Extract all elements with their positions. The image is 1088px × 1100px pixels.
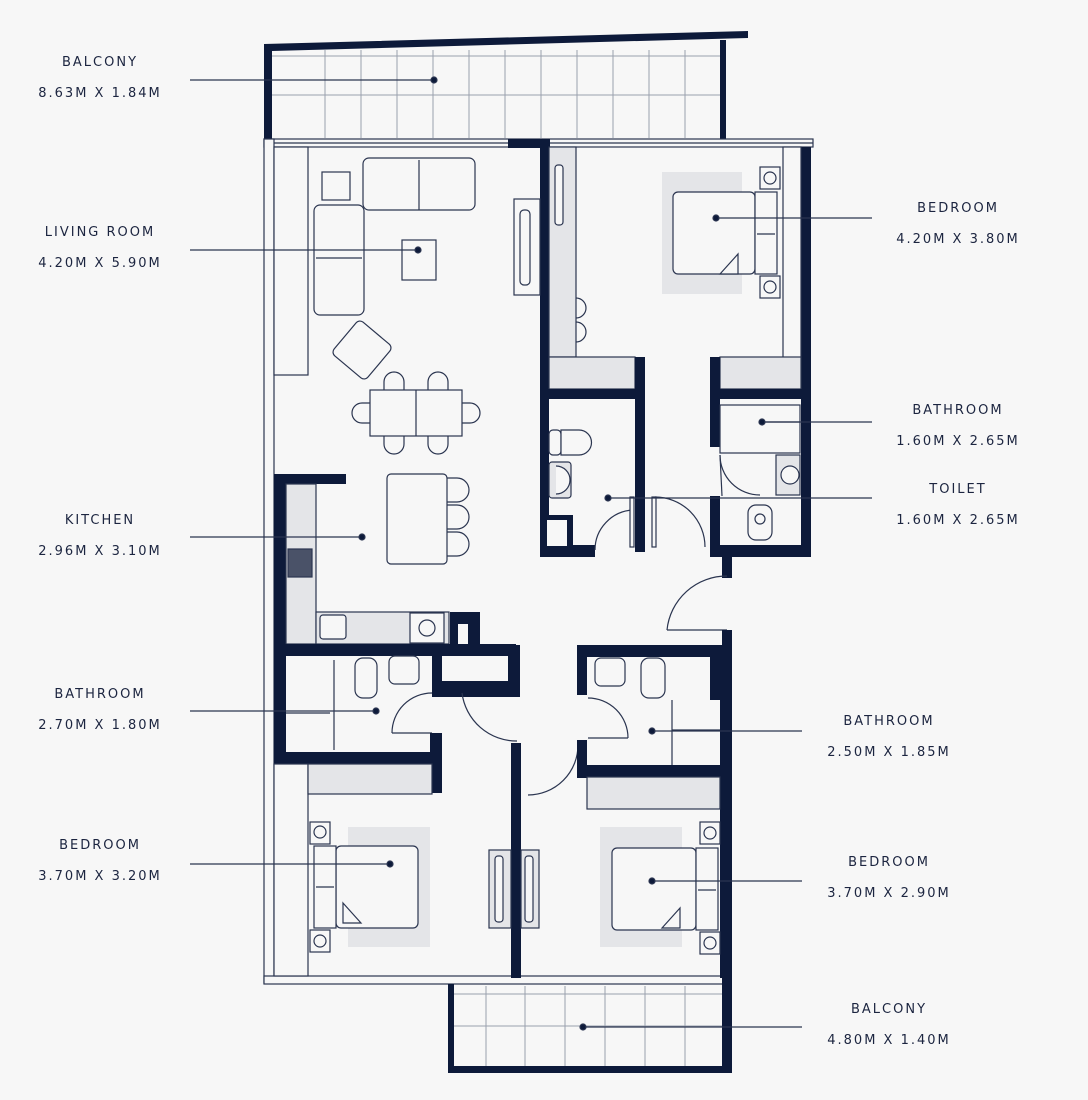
label-bedroom-right: BEDROOM 3.70M X 2.90M bbox=[789, 847, 989, 909]
room-dimensions: 4.20M X 3.80M bbox=[896, 232, 1020, 247]
room-dimensions: 4.80M X 1.40M bbox=[827, 1033, 951, 1048]
room-dimensions: 8.63M X 1.84M bbox=[38, 86, 162, 101]
room-name: BATHROOM bbox=[54, 687, 146, 702]
room-name: BEDROOM bbox=[848, 855, 930, 870]
room-name: BATHROOM bbox=[843, 714, 935, 729]
room-dimensions: 3.70M X 3.20M bbox=[38, 869, 162, 884]
label-bathroom-right: BATHROOM 2.50M X 1.85M bbox=[789, 706, 989, 768]
room-name: LIVING ROOM bbox=[44, 225, 156, 240]
room-name: TOILET bbox=[929, 482, 987, 497]
room-name: BALCONY bbox=[850, 1002, 928, 1017]
room-name: BATHROOM bbox=[912, 403, 1004, 418]
label-kitchen: KITCHEN 2.96M X 3.10M bbox=[0, 505, 200, 567]
balcony-bottom-area bbox=[448, 960, 732, 1073]
label-bedroom-master: BEDROOM 4.20M X 3.80M bbox=[858, 193, 1058, 255]
room-name: BEDROOM bbox=[917, 201, 999, 216]
label-bathroom-left: BATHROOM 2.70M X 1.80M bbox=[0, 679, 200, 741]
label-bathroom-master: BATHROOM 1.60M X 2.65M bbox=[858, 395, 1058, 457]
label-balcony-top: BALCONY 8.63M X 1.84M bbox=[0, 47, 200, 109]
label-toilet: TOILET 1.60M X 2.65M bbox=[858, 474, 1058, 536]
room-dimensions: 2.70M X 1.80M bbox=[38, 718, 162, 733]
label-living-room: LIVING ROOM 4.20M X 5.90M bbox=[0, 217, 200, 279]
room-dimensions: 1.60M X 2.65M bbox=[896, 434, 1020, 449]
room-dimensions: 1.60M X 2.65M bbox=[896, 513, 1020, 528]
label-balcony-bottom: BALCONY 4.80M X 1.40M bbox=[789, 994, 989, 1056]
balcony-top-area bbox=[264, 31, 748, 140]
room-dimensions: 2.50M X 1.85M bbox=[827, 745, 951, 760]
leader-lines bbox=[190, 76, 872, 1031]
room-dimensions: 2.96M X 3.10M bbox=[38, 544, 162, 559]
room-name: BALCONY bbox=[61, 55, 139, 70]
room-name: KITCHEN bbox=[64, 513, 136, 528]
label-bedroom-left: BEDROOM 3.70M X 3.20M bbox=[0, 830, 200, 892]
room-dimensions: 4.20M X 5.90M bbox=[38, 256, 162, 271]
room-dimensions: 3.70M X 2.90M bbox=[827, 886, 951, 901]
room-name: BEDROOM bbox=[59, 838, 141, 853]
